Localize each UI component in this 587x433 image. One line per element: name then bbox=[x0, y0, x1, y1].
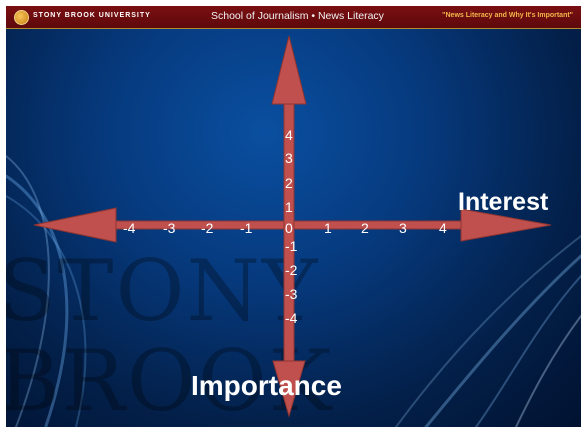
slide: STONY BROOK STONY BROOK UNIVERSITY Schoo… bbox=[6, 6, 581, 427]
header-bar: STONY BROOK UNIVERSITY School of Journal… bbox=[6, 6, 581, 29]
x-tick: 4 bbox=[439, 220, 447, 236]
university-name: STONY BROOK UNIVERSITY bbox=[33, 12, 151, 19]
wave-decoration bbox=[6, 155, 581, 427]
x-axis-label: Interest bbox=[458, 188, 549, 216]
x-tick: 1 bbox=[324, 220, 332, 236]
x-tick: 3 bbox=[399, 220, 407, 236]
y-tick: 1 bbox=[285, 199, 293, 215]
y-tick: 3 bbox=[285, 150, 293, 166]
watermark-line-2: BROOK bbox=[6, 332, 334, 427]
university-seal-icon bbox=[14, 10, 29, 25]
y-axis-label: Importance bbox=[191, 370, 342, 401]
y-tick: -3 bbox=[285, 286, 298, 302]
axes-diagram bbox=[33, 35, 552, 418]
x-axis-left-arrowhead bbox=[33, 207, 117, 243]
y-tick: -2 bbox=[285, 262, 298, 278]
watermark-line-1: STONY bbox=[6, 242, 320, 340]
y-tick: 2 bbox=[285, 175, 293, 191]
presentation-subtitle: "News Literacy and Why It's Important" bbox=[442, 12, 573, 19]
x-tick: 0 bbox=[285, 220, 293, 236]
y-tick: 4 bbox=[285, 127, 293, 143]
school-title: School of Journalism • News Literacy bbox=[211, 10, 384, 22]
x-tick: -4 bbox=[123, 220, 136, 236]
x-tick: -2 bbox=[201, 220, 214, 236]
x-tick: 2 bbox=[361, 220, 369, 236]
y-axis-bottom-arrowhead bbox=[272, 360, 306, 418]
x-tick: -3 bbox=[163, 220, 176, 236]
y-axis-top-arrowhead bbox=[271, 35, 307, 105]
y-tick: -4 bbox=[285, 310, 298, 326]
x-axis-right-arrowhead bbox=[460, 208, 552, 242]
x-tick: -1 bbox=[240, 220, 253, 236]
y-tick: -1 bbox=[285, 238, 298, 254]
